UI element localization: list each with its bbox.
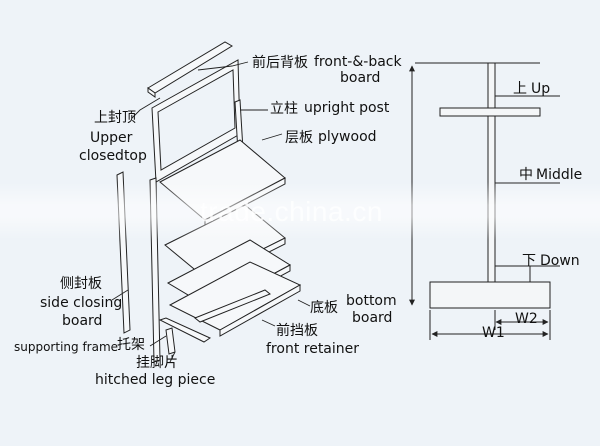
label-front-back-board-cn: 前后背板	[252, 55, 308, 71]
label-bottom-board-cn: 底板	[310, 300, 338, 316]
label-hitched-leg-en: hitched leg piece	[95, 372, 216, 388]
label-side-closing-cn: 侧封板	[60, 276, 102, 292]
label-w2: W2	[515, 311, 538, 327]
label-bottom-board-en: bottom	[346, 293, 397, 309]
label-upper-closedtop-cn: 上封顶	[94, 110, 136, 126]
watermark-band	[0, 182, 600, 240]
label-supporting-frame-en: supporting frame	[14, 340, 119, 354]
label-middle-en: Middle	[536, 167, 583, 183]
label-upper-closedtop-en: Upper	[90, 130, 133, 146]
label-upright-post-en: upright post	[304, 100, 390, 116]
section-upper-shelf	[439, 107, 541, 117]
label-plywood-en: plywood	[318, 129, 377, 145]
label-middle-cn: 中	[519, 167, 533, 183]
hitched-leg-part	[158, 317, 212, 355]
label-plywood-cn: 层板	[285, 130, 313, 146]
leader-lines	[111, 61, 311, 363]
label-w1: W1	[482, 325, 505, 341]
label-front-retainer-cn: 前挡板	[276, 323, 318, 339]
label-bottom-board-en2: board	[352, 310, 393, 326]
label-up-cn: 上	[513, 81, 527, 97]
front-retainer-part	[194, 289, 271, 323]
watermark-text: trade.china.cn	[200, 196, 383, 227]
label-upright-post-cn: 立柱	[270, 101, 298, 117]
label-side-closing-en2: board	[62, 313, 103, 329]
label-down-en: Down	[540, 253, 580, 269]
label-down-cn: 下	[522, 253, 536, 269]
label-hitched-leg-cn: 挂脚片	[136, 355, 178, 371]
label-upper-closedtop-en2: closedtop	[79, 148, 147, 164]
label-side-closing-en: side closing	[40, 295, 123, 311]
label-front-back-board-en: front-&-back	[314, 54, 402, 70]
section-bottom-board	[429, 281, 551, 309]
bottom-board-part	[168, 261, 302, 337]
label-front-retainer-en: front retainer	[266, 341, 360, 357]
label-front-back-board-en2: board	[340, 70, 381, 86]
label-supporting-frame-cn: 托架	[117, 337, 145, 353]
upper-closedtop-part	[147, 41, 233, 98]
label-up-en: Up	[531, 81, 551, 97]
